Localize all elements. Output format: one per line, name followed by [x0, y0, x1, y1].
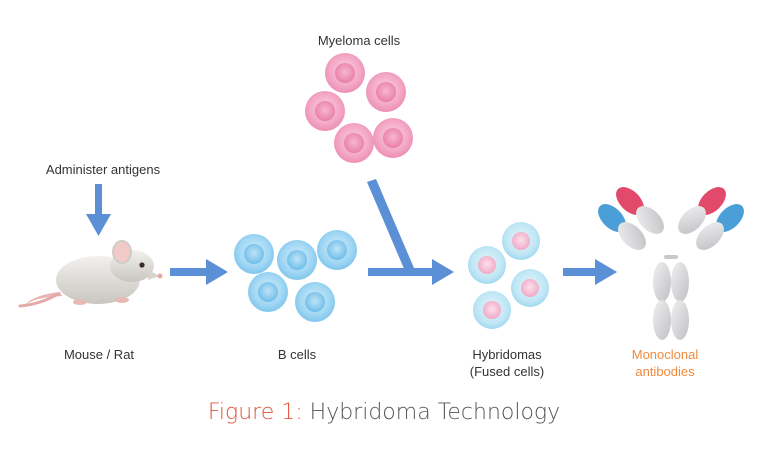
- hybridoma-cell: [473, 291, 511, 329]
- myeloma-cells: [305, 53, 413, 163]
- hybridoma-cell: [468, 246, 506, 284]
- myeloma-cell: [366, 72, 406, 112]
- myeloma-cell: [373, 118, 413, 158]
- label-monoclonal-line1: Monoclonal: [631, 347, 699, 362]
- label-b-cells: B cells: [277, 347, 317, 362]
- label-myeloma-cells: Myeloma cells: [317, 33, 401, 48]
- b-cell: [317, 230, 357, 270]
- myeloma-cell: [334, 123, 374, 163]
- hybridoma-cell: [502, 222, 540, 260]
- arrow-hybridomas-to-antibodies: [563, 259, 617, 285]
- b-cells: [234, 230, 357, 322]
- arrow-myeloma-to-fusion: [367, 179, 414, 271]
- arrow-antigens-down: [86, 184, 111, 236]
- label-monoclonal-antibodies: Monoclonal antibodies: [610, 346, 720, 380]
- b-cell: [277, 240, 317, 280]
- label-hybridomas-line1: Hybridomas: [472, 347, 542, 362]
- b-cell: [248, 272, 288, 312]
- figure-number: Figure 1:: [207, 400, 303, 425]
- arrow-mouse-to-bcells: [170, 259, 228, 285]
- label-mouse-rat: Mouse / Rat: [63, 347, 135, 362]
- b-cell: [295, 282, 335, 322]
- mouse-icon: [18, 240, 163, 308]
- hybridoma-cells: [468, 222, 549, 329]
- myeloma-cell: [325, 53, 365, 93]
- label-administer-antigens: Administer antigens: [45, 162, 161, 177]
- figure-caption: Figure 1: Hybridoma Technology: [0, 400, 768, 425]
- antibody-icon: [598, 187, 744, 340]
- b-cell: [234, 234, 274, 274]
- label-hybridomas: Hybridomas (Fused cells): [452, 346, 562, 380]
- label-hybridomas-line2: (Fused cells): [469, 364, 545, 379]
- label-monoclonal-line2: antibodies: [635, 364, 695, 379]
- hybridoma-cell: [511, 269, 549, 307]
- figure-title: Hybridoma Technology: [309, 400, 561, 425]
- arrow-bcells-to-hybridomas: [368, 259, 454, 285]
- myeloma-cell: [305, 91, 345, 131]
